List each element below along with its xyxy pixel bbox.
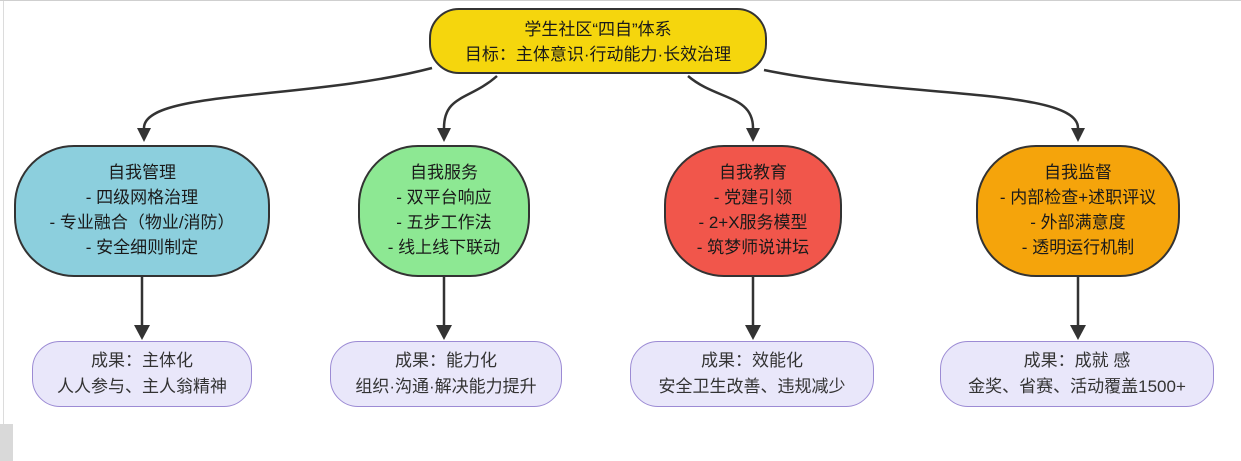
arrowhead-icon [1071, 128, 1085, 142]
branch-item: - 2+X服务模型 [698, 213, 808, 232]
branch-node-self-service: 自我服务 - 双平台响应 - 五步工作法 - 线上线下联动 [358, 145, 530, 277]
branch-node-self-supervision: 自我监督 - 内部检查+述职评议 - 外部满意度 - 透明运行机制 [976, 145, 1180, 277]
branch-item: - 五步工作法 [396, 213, 492, 232]
outcome-detail: 金奖、省赛、活动覆盖1500+ [968, 377, 1186, 396]
branch-item: - 专业融合（物业/消防） [49, 213, 235, 232]
arrowhead-icon [1070, 325, 1086, 340]
branch-title: 自我管理 [108, 163, 176, 182]
outcome-detail: 人人参与、主人翁精神 [57, 377, 227, 396]
outcome-title: 成果：成就 感 [1023, 351, 1131, 370]
arrowhead-icon [134, 325, 150, 340]
branch-title: 自我监督 [1044, 163, 1112, 182]
arrowhead-icon [746, 128, 760, 142]
edge-root-to-self-service [442, 75, 498, 129]
branch-node-self-management: 自我管理 - 四级网格治理 - 专业融合（物业/消防） - 安全细则制定 [14, 145, 270, 277]
branch-item: - 筑梦师说讲坛 [696, 238, 810, 257]
outcome-node-self-management: 成果：主体化 人人参与、主人翁精神 [32, 341, 252, 407]
edge-root-to-self-education [687, 75, 755, 129]
arrowhead-icon [137, 128, 151, 142]
edge-root-to-self-supervision [763, 68, 1080, 129]
branch-item: - 内部检查+述职评议 [999, 188, 1157, 207]
outcome-detail: 组织·沟通·解决能力提升 [355, 377, 537, 396]
outcome-detail: 安全卫生改善、违规减少 [658, 377, 846, 396]
top-border-line [0, 0, 1241, 1]
arrowhead-icon [437, 128, 451, 142]
branch-item: - 安全细则制定 [85, 238, 199, 257]
root-node: 学生社区“四自”体系 目标：主体意识·行动能力·长效治理 [429, 8, 767, 74]
branch-node-self-education: 自我教育 - 党建引领 - 2+X服务模型 - 筑梦师说讲坛 [664, 145, 842, 277]
outcome-title: 成果：能力化 [395, 351, 497, 370]
outcome-node-self-education: 成果：效能化 安全卫生改善、违规减少 [630, 341, 874, 407]
arrowhead-icon [745, 325, 761, 340]
branch-title: 自我服务 [410, 163, 478, 182]
outcome-node-self-service: 成果：能力化 组织·沟通·解决能力提升 [330, 341, 562, 407]
outcome-node-self-supervision: 成果：成就 感 金奖、省赛、活动覆盖1500+ [940, 341, 1214, 407]
root-subtitle: 目标：主体意识·行动能力·长效治理 [464, 45, 732, 64]
outcome-title: 成果：效能化 [701, 351, 803, 370]
branch-item: - 线上线下联动 [387, 238, 501, 257]
branch-item: - 透明运行机制 [1021, 238, 1135, 257]
arrowhead-icon [436, 325, 452, 340]
outcome-title: 成果：主体化 [91, 351, 193, 370]
branch-title: 自我教育 [719, 163, 787, 182]
branch-item: - 双平台响应 [396, 188, 492, 207]
branch-item: - 四级网格治理 [85, 188, 199, 207]
bottom-left-gray-block [0, 424, 13, 461]
branch-item: - 党建引领 [713, 188, 793, 207]
branch-item: - 外部满意度 [1030, 213, 1126, 232]
left-border-line [3, 1, 4, 424]
root-title: 学生社区“四自”体系 [524, 20, 672, 39]
edge-root-to-self-management [142, 66, 433, 129]
